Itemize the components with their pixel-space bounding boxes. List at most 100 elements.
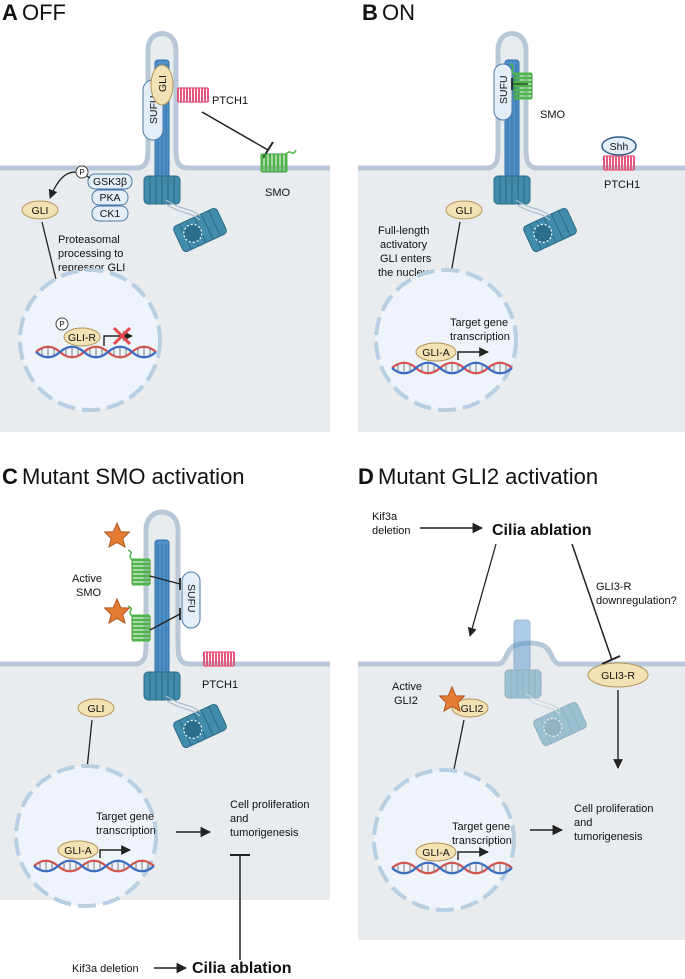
- dna-a: [34, 345, 158, 359]
- panel-b-title: ON: [382, 0, 415, 25]
- kif3a-deletion-c: Kif3a deletion: [72, 963, 139, 975]
- pka-label: PKA: [99, 192, 120, 204]
- gli3r-d: [587, 662, 649, 688]
- svg-text:P: P: [79, 168, 84, 177]
- gli-b-label: GLI: [456, 205, 473, 217]
- ptch1-a-label: PTCH1: [212, 95, 248, 107]
- panel-b: B ON SUFU SMO Shh PTCH1 GLI Full-length …: [358, 0, 685, 432]
- svg-text:Target gene: Target gene: [450, 317, 508, 329]
- sufu-b: [493, 63, 513, 121]
- ck1-label: CK1: [100, 208, 121, 220]
- svg-text:P: P: [59, 320, 64, 329]
- sufu-c-label: SUFU: [185, 584, 197, 613]
- svg-text:deletion: deletion: [372, 525, 411, 537]
- svg-text:transcription: transcription: [450, 331, 510, 343]
- active-smo-star-1: [104, 522, 130, 548]
- svg-text:and: and: [230, 813, 248, 825]
- cilia-ablation-d: Cilia ablation: [492, 522, 592, 539]
- dna-b: [390, 361, 514, 375]
- svg-text:processing to: processing to: [58, 248, 123, 260]
- membrane-d: [358, 640, 685, 667]
- ablation-to-gli2-arrow: [467, 543, 497, 637]
- svg-text:transcription: transcription: [452, 835, 512, 847]
- svg-text:GLI2: GLI2: [394, 695, 418, 707]
- gli-a-label: GLI: [32, 205, 49, 217]
- panel-d-title: Mutant GLI2 activation: [378, 464, 598, 489]
- transcription-arrow-b: [457, 347, 489, 360]
- transcription-arrow-c: [99, 845, 131, 858]
- phosphate-a: [75, 165, 89, 179]
- membrane-c: [0, 509, 330, 667]
- ptch1-a: [177, 87, 209, 103]
- gli-a-cilium-label: GLI: [157, 75, 169, 92]
- svg-text:activatory: activatory: [380, 239, 428, 251]
- panel-c-letter: C: [2, 464, 18, 489]
- svg-text:downregulation?: downregulation?: [596, 595, 677, 607]
- panel-d-letter: D: [358, 464, 374, 489]
- dna-c: [32, 859, 156, 873]
- gli-b: [445, 200, 483, 220]
- svg-text:Target gene: Target gene: [452, 821, 510, 833]
- gsk3b-label: GSK3β: [93, 176, 127, 188]
- outcome-c-line1: Cell proliferation: [230, 799, 309, 811]
- nucleus-b: [374, 268, 518, 412]
- svg-text:Active: Active: [72, 573, 102, 585]
- panel-c-title: Mutant SMO activation: [22, 464, 245, 489]
- gli-a-cilium: [150, 64, 174, 106]
- membrane-b: [358, 31, 685, 171]
- nucleus-d: [372, 768, 516, 912]
- panel-a: A OFF SUFU GLI PTCH1 SMO GSK3β PKA CK1 P…: [0, 0, 330, 432]
- basal-body-c: [143, 671, 181, 701]
- smo-b-label: SMO: [540, 109, 566, 121]
- ablated-cilium-d: [504, 619, 589, 748]
- shh-label: Shh: [610, 141, 629, 153]
- kif3a-d: Kif3a: [372, 511, 398, 523]
- basal-body-b: [493, 175, 531, 205]
- ablation-inhibits-gli3r: [571, 543, 613, 661]
- ptch1-b-label: PTCH1: [604, 179, 640, 191]
- gli-a-c-label: GLI-A: [64, 845, 91, 857]
- active-smo-star-2: [104, 598, 130, 624]
- sufu-b-label: SUFU: [498, 75, 510, 104]
- gli3r-downregulation-label: GLI3-R: [596, 581, 632, 593]
- gli-a: [21, 200, 59, 220]
- dna-d: [390, 861, 514, 875]
- svg-text:SMO: SMO: [76, 587, 102, 599]
- svg-text:transcription: transcription: [96, 825, 156, 837]
- gli-r-label: GLI-R: [68, 332, 96, 344]
- gli2-d: [451, 698, 489, 718]
- gli-a-d-label: GLI-A: [422, 847, 449, 859]
- panel-d: D Mutant GLI2 activation Kif3a deletion …: [358, 464, 685, 940]
- svg-text:and: and: [574, 817, 592, 829]
- ck1-a: [91, 205, 129, 222]
- svg-text:tumorigenesis: tumorigenesis: [230, 827, 299, 839]
- ptch1-inhibits-smo: [201, 111, 269, 151]
- outcome-d-line1: Cell proliferation: [574, 803, 653, 815]
- shh-ligand: [601, 136, 637, 156]
- panel-c: C Mutant SMO activation Active SMO SUFU …: [0, 464, 330, 977]
- svg-text:tumorigenesis: tumorigenesis: [574, 831, 643, 843]
- membrane-a: [0, 31, 330, 171]
- sufu-c: [181, 571, 201, 629]
- cilia-ablation-c: Cilia ablation: [192, 960, 292, 977]
- panel-a-letter: A: [2, 0, 18, 25]
- phosphate-a2: [55, 317, 69, 331]
- svg-text:GLI enters: GLI enters: [380, 253, 432, 265]
- gli-a-b: [415, 342, 457, 362]
- svg-text:Full-length: Full-length: [378, 225, 429, 237]
- gli-r-a: [63, 327, 101, 347]
- gli-a-c: [57, 840, 99, 860]
- gli3r-d-label: GLI3-R: [601, 670, 635, 682]
- transcription-arrow-d: [457, 847, 489, 860]
- blocked-x-icon: [112, 326, 132, 346]
- gli-c: [77, 698, 115, 718]
- gsk3b-a: [87, 173, 133, 190]
- svg-text:Proteasomal: Proteasomal: [58, 234, 120, 246]
- basal-body-a: [143, 175, 181, 205]
- pka-a: [91, 189, 129, 206]
- gli-c-label: GLI: [88, 703, 105, 715]
- svg-text:Active: Active: [392, 681, 422, 693]
- panel-a-title: OFF: [22, 0, 66, 25]
- gli-a-d: [415, 842, 457, 862]
